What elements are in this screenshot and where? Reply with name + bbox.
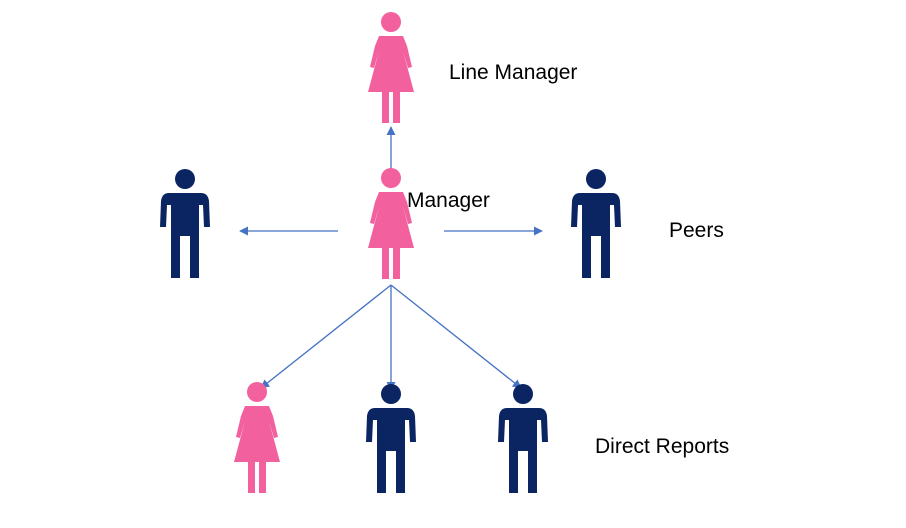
direct-report-1-person-icon: [234, 382, 280, 493]
direct-report-2-person-icon: [366, 384, 416, 493]
left-peer-person-icon: [160, 169, 210, 278]
arrow-to-direct-report-1: [260, 284, 392, 389]
manager-label: Manager: [407, 189, 490, 212]
peers-label: Peers: [669, 219, 724, 242]
arrows: [239, 126, 543, 391]
right-peer-person-icon: [571, 169, 621, 278]
manager-person-icon: [368, 168, 414, 279]
direct-report-3-person-icon: [498, 384, 548, 493]
arrow-to-direct-report-3: [390, 284, 522, 389]
line-manager-label: Line Manager: [449, 61, 578, 84]
line-manager-person-icon: [368, 12, 414, 123]
direct-reports-label: Direct Reports: [595, 435, 730, 458]
